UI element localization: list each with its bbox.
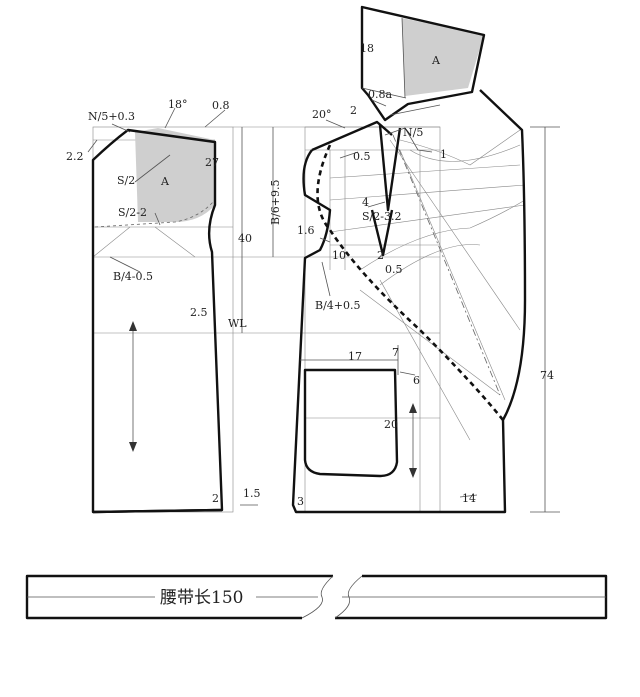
collar-shade [402, 18, 484, 96]
belt-break-left [301, 575, 334, 619]
label-b-quarter-minus-back: B/4-0.5 [113, 270, 153, 283]
label-collar-2: 2 [350, 104, 357, 117]
label-hem-3: 3 [297, 495, 304, 508]
label-total-74: 74 [540, 369, 554, 382]
label-front-s-half: S/2-3.2 [362, 210, 401, 223]
front-piece [291, 89, 560, 514]
label-length-40: 40 [238, 232, 252, 245]
label-depth: B/6+9.5 [269, 180, 282, 226]
collar-piece [360, 5, 486, 122]
label-front-2b: 2 [377, 249, 384, 262]
label-pocket-17: 17 [348, 350, 362, 363]
label-front-4: 4 [362, 196, 369, 209]
label-b-quarter-plus: B/4+0.5 [315, 299, 361, 312]
label-front-16: 1.6 [297, 224, 315, 237]
label-s-half-minus2: S/2-2 [118, 206, 147, 219]
label-front-10: 10 [332, 249, 346, 262]
back-piece [87, 107, 440, 514]
label-front-05: 0.5 [353, 150, 371, 163]
belt-break-right [334, 575, 363, 619]
label-collar-18: 18 [360, 42, 374, 55]
front-dart [370, 209, 394, 257]
back-yoke-shade [135, 128, 215, 222]
label-shoulder-angle-back: 18° [168, 98, 188, 111]
label-front-angle: 20° [312, 108, 332, 121]
label-hem-14: 14 [462, 492, 476, 505]
front-outline [291, 89, 527, 514]
label-hem-2: 2 [212, 492, 219, 505]
label-front-neck: N/5 [403, 126, 423, 139]
label-shoulder-ext: 0.8 [212, 99, 230, 112]
label-front-1: 1 [440, 148, 447, 161]
label-collar-08a: 0.8a [368, 88, 392, 101]
label-pocket-6: 6 [413, 374, 420, 387]
label-pocket-20: 20 [384, 418, 398, 431]
label-hem-15: 1.5 [243, 487, 261, 500]
belt-length-label: 腰带长150 [160, 588, 243, 608]
label-back-neck-width: N/5+0.3 [88, 110, 135, 123]
label-s-half-back: S/2 [117, 174, 135, 187]
label-pocket-7: 7 [392, 346, 399, 359]
collar-outline [360, 5, 486, 122]
label-collar-a: A [431, 54, 441, 67]
label-neck-depth: 2.2 [66, 150, 84, 163]
label-front-05b: 0.5 [385, 263, 403, 276]
label-back-side-25: 2.5 [190, 306, 208, 319]
label-yoke-27: 27 [205, 156, 219, 169]
pocket-outline [303, 368, 399, 478]
belt-piece [25, 574, 608, 620]
front-lapel-dashed [316, 144, 505, 421]
back-outline [91, 128, 224, 514]
label-waist-line: WL [228, 317, 247, 330]
label-yoke-a-back: A [160, 175, 170, 188]
